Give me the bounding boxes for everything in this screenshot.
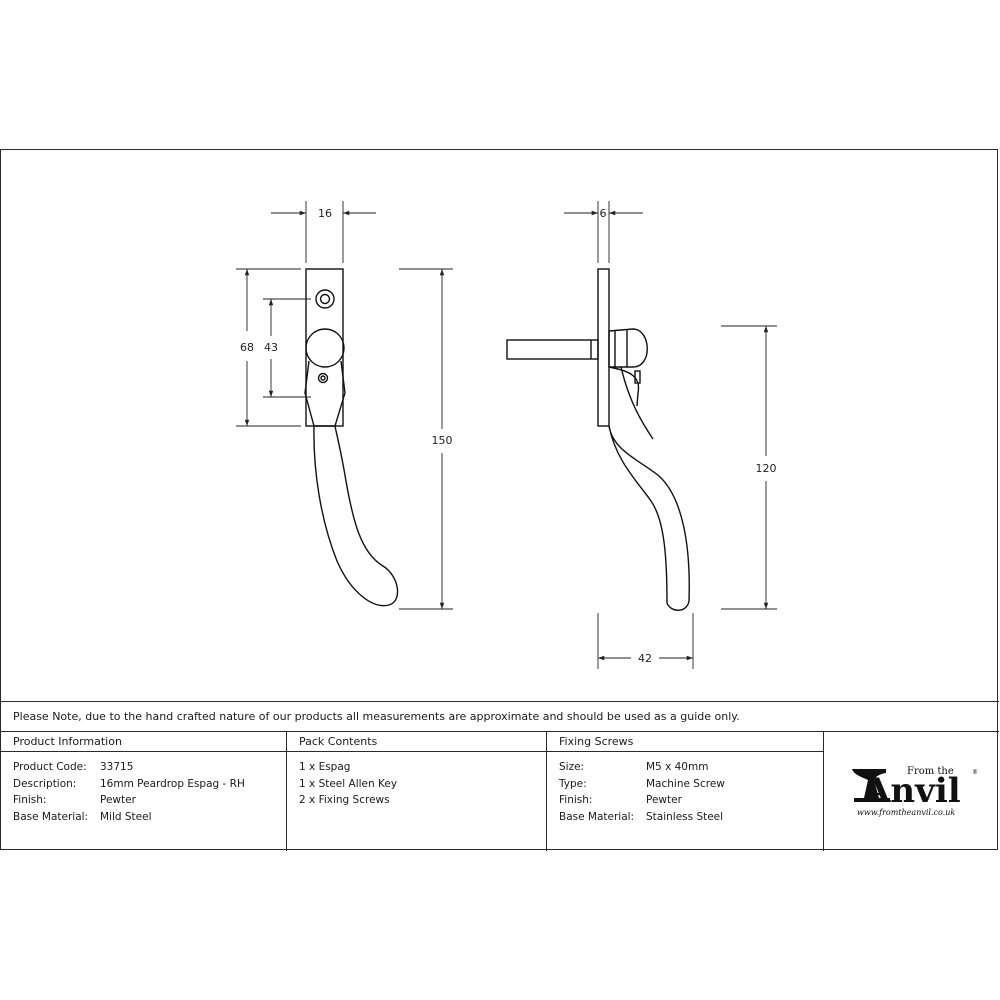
drawing-sheet: 16 68 43 150 6 120 42 Please Note, due t… [0,149,999,851]
dim-front-width: 16 [318,207,332,220]
description-row: Description:16mm Peardrop Espag - RH [13,777,245,790]
technical-drawing: 16 68 43 150 6 120 42 [236,201,777,669]
base-material-row: Base Material:Mild Steel [13,810,152,823]
dim-hole-spacing: 43 [264,341,278,354]
pack-contents-heading: Pack Contents [287,732,546,752]
screw-hole-top [315,289,335,309]
spindle [506,339,599,360]
logo-brand: Anvil [863,771,961,811]
pack-item: 1 x Espag [299,761,351,773]
side-view [506,268,690,611]
backplate-side [597,268,610,427]
lever-side [608,425,690,611]
grub-screw [634,370,641,384]
disclaimer-note: Please Note, due to the hand crafted nat… [1,701,999,731]
pack-item: 1 x Steel Allen Key [299,777,398,790]
logo-url: www.fromtheanvil.co.uk [857,808,955,817]
pack-contents-column: Pack Contents 1 x Espag 1 x Steel Allen … [287,732,547,851]
front-view [304,268,399,607]
dim-overall-length: 150 [432,434,453,447]
boss-side [608,328,648,368]
screw-size-row: Size:M5 x 40mm [559,761,709,773]
handle-neck [304,360,346,427]
backplate-front [305,268,344,427]
product-code-row: Product Code:33715 [13,761,134,773]
screw-finish-row: Finish:Pewter [559,794,682,806]
peardrop-lever [313,425,399,607]
screw-type-row: Type:Machine Screw [559,777,725,790]
dim-side-depth: 6 [600,207,607,220]
from-the-anvil-logo: From the Anvil ® www.fromtheanvil.co.uk [824,732,999,851]
anvil-icon [852,769,890,802]
handle-boss [305,328,345,368]
logo-from-the: From the [907,766,954,777]
fixing-screws-column: Fixing Screws Size:M5 x 40mm Type:Machin… [547,732,824,851]
logo-registered: ® [972,769,978,776]
info-table: Product Information Product Code:33715 D… [1,731,999,851]
side-dimensions [564,201,777,669]
front-dimensions [236,201,453,610]
product-information-heading: Product Information [1,732,286,752]
fixing-screws-heading: Fixing Screws [547,732,823,752]
product-information-column: Product Information Product Code:33715 D… [1,732,287,851]
screw-hole-bottom [317,372,329,384]
dim-side-drop: 120 [756,462,777,475]
dim-front-height: 68 [240,341,254,354]
screw-base-material-row: Base Material:Stainless Steel [559,810,724,823]
pack-item: 2 x Fixing Screws [299,794,390,806]
finish-row: Finish:Pewter [13,794,136,806]
dim-side-projection: 42 [638,652,652,665]
